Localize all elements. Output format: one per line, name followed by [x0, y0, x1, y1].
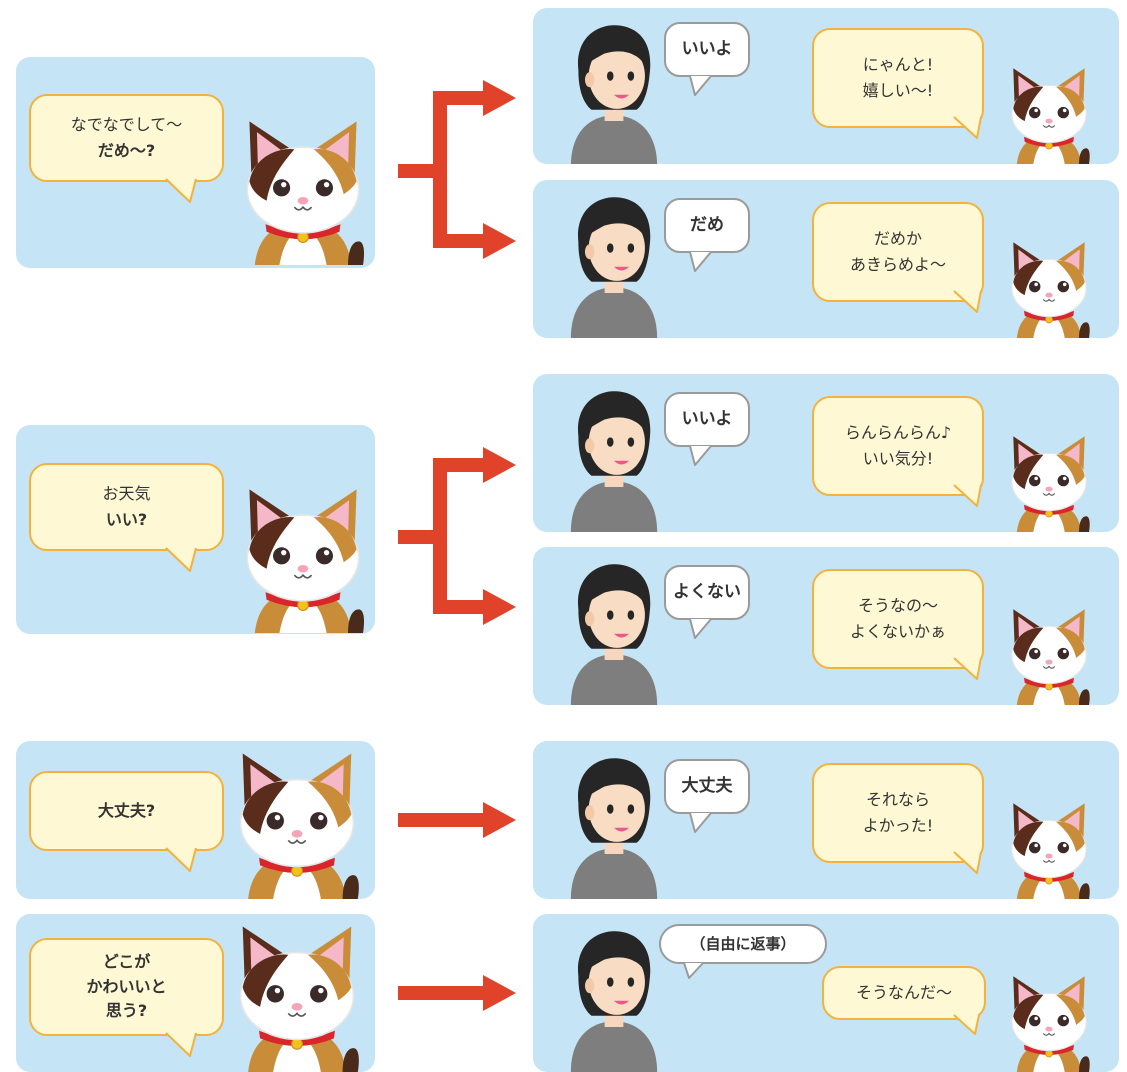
person-reply-bubble: よくない [664, 565, 750, 620]
bubble-tail [689, 75, 712, 96]
prompt-text-line2: だめ～? [97, 141, 156, 160]
cat-prompt-bubble-4: どこが かわいいと 思う? [29, 938, 224, 1036]
cat-reply-line1: それなら [865, 789, 930, 809]
branch-arrow-shaft [433, 458, 485, 472]
bubble-tail [953, 484, 982, 507]
prompt-text-line1: お天気 [102, 483, 151, 503]
branch-arrow-shaft [433, 91, 485, 105]
person-reply-bubble: いいよ [664, 392, 750, 447]
branch-trunk [433, 458, 447, 614]
branch-arrow-head [483, 589, 516, 625]
cat-reply-line2: あきらめよ～ [849, 255, 946, 274]
bubble-tail [165, 178, 197, 203]
arrow-head [483, 975, 516, 1011]
cat-reply-bubble: それならよかった! [812, 763, 984, 863]
arrow-shaft [398, 986, 485, 1000]
person-reply-bubble: いいよ [664, 22, 750, 77]
branch-arrow-head [483, 223, 516, 259]
cat-prompt-bubble-2: お天気いい? [29, 463, 224, 551]
cat-reply-line2: 嬉しい～! [862, 81, 934, 100]
bubble-tail [689, 251, 712, 272]
bubble-tail [165, 547, 197, 572]
cat-reply-bubble: らんらんらん♪ いい気分! [812, 396, 984, 496]
bubble-tail [953, 851, 982, 874]
branch-connector [398, 530, 440, 544]
cat-reply-line2: よくないかぁ [849, 622, 946, 641]
cat-reply-line1: だめか [873, 228, 922, 248]
prompt-panel-4: どこが かわいいと 思う? [16, 914, 375, 1072]
prompt-panel-2: お天気いい? [16, 425, 375, 634]
person-reply-bubble: （自由に返事） [659, 924, 827, 964]
cat-reply-line1: そうなの～ [857, 595, 938, 615]
cat-reply-bubble: そうなの～ よくないかぁ [812, 569, 984, 669]
branch-arrow-shaft [433, 234, 485, 248]
response-panel-4: （自由に返事） そうなんだ～ [533, 914, 1119, 1072]
bubble-tail [689, 812, 712, 833]
prompt-panel-3: 大丈夫? [16, 741, 375, 899]
bubble-tail [953, 116, 982, 139]
response-panel-2a: いいよ らんらんらん♪ いい気分! [533, 374, 1119, 532]
cat-prompt-bubble-1: なでなでして～ だめ～? [29, 94, 224, 182]
branch-connector [398, 164, 440, 178]
cat-reply-line2: いい気分! [862, 449, 934, 468]
bubble-tail [953, 657, 982, 680]
cat-prompt-bubble-3: 大丈夫? [29, 771, 224, 851]
cat-reply-bubble: にゃんと! 嬉しい～! [812, 28, 984, 128]
bubble-tail [165, 1032, 197, 1057]
cat-reply-line1: にゃんと! [862, 54, 934, 74]
cat-reply-bubble: だめかあきらめよ～ [812, 202, 984, 302]
response-panel-1b: だめ だめかあきらめよ～ [533, 180, 1119, 338]
prompt-text-line2: いい? [105, 510, 148, 529]
bubble-tail [689, 618, 712, 639]
prompt-text-line1: なでなでして～ [70, 114, 183, 134]
branch-arrow-head [483, 447, 516, 483]
cat-reply-line2: よかった! [862, 816, 934, 835]
prompt-panel-1: なでなでして～ だめ～? [16, 57, 375, 268]
response-panel-1a: いいよ にゃんと! 嬉しい～! [533, 8, 1119, 164]
arrow-head [483, 802, 516, 838]
bubble-tail [953, 1014, 980, 1035]
branch-arrow-head [483, 80, 516, 116]
branch-trunk [433, 91, 447, 248]
bubble-tail [683, 962, 704, 979]
response-panel-2b: よくない そうなの～ よくないかぁ [533, 547, 1119, 705]
branch-arrow-shaft [433, 600, 485, 614]
bubble-tail [689, 445, 712, 466]
cat-reply-bubble: そうなんだ～ [822, 966, 986, 1020]
cat-reply-line1: らんらんらん♪ [844, 422, 952, 442]
arrow-shaft [398, 813, 485, 827]
bubble-tail [953, 290, 982, 313]
response-panel-3: 大丈夫 それならよかった! [533, 741, 1119, 899]
bubble-tail [165, 847, 197, 872]
